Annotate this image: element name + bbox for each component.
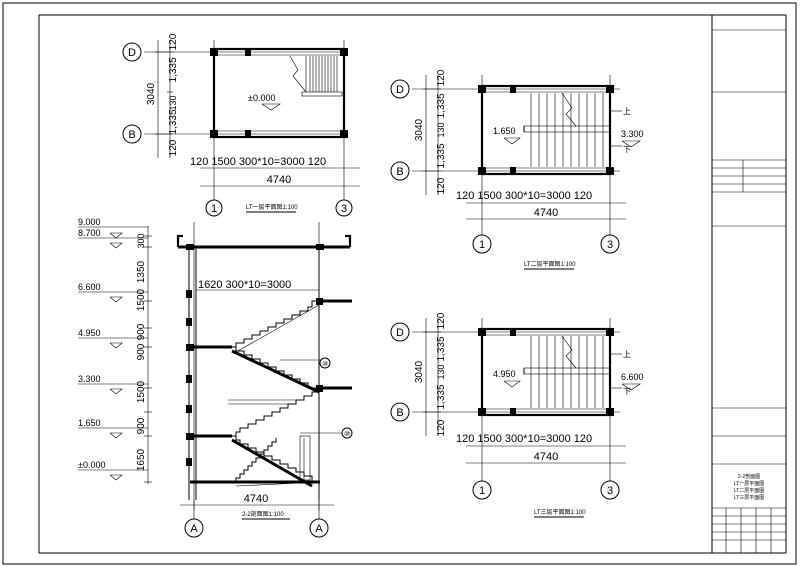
plan1-axis-1: 1 xyxy=(211,203,217,215)
plan2-axis-1: 1 xyxy=(479,239,485,251)
plan1-dim-mid1: 1,335 xyxy=(168,57,179,82)
plan2-axis-d-bubble xyxy=(390,79,410,99)
plan-1: ±0.000 3040 120 1,335 130 1,335 120 D B … xyxy=(122,33,360,217)
plan2-dim-width: 4740 xyxy=(534,207,558,219)
section-vdim-1650: 1650 xyxy=(136,448,147,471)
section-dim-stair: 1620 300*10=3000 xyxy=(198,279,291,291)
plan3-level-right: 6.600 xyxy=(621,372,644,382)
section-vdim-1500a: 1500 xyxy=(136,288,147,311)
title-block: 2-2剖面图 LT一层平面图 LT二层平面图 LT三层平面图 xyxy=(711,15,786,553)
plan3-axis-d: D xyxy=(396,327,404,339)
section-axis-right-bubble xyxy=(309,518,329,538)
plan2-dim-bot: 120 xyxy=(436,177,447,194)
section-vdim-900b: 900 xyxy=(136,343,147,360)
plan2-up: 上 xyxy=(623,107,631,116)
title-line-4: LT三层平面图 xyxy=(734,495,764,501)
plan2-dim-h: 120 1500 300*10=3000 120 xyxy=(456,190,592,202)
plan2-axis-b-bubble xyxy=(390,161,410,181)
plan-2: 上 下 1.650 3.300 3040 120 1,335 130 1,335… xyxy=(390,69,644,270)
plan3-caption: LT三层平面图1:100 xyxy=(534,509,586,516)
section-level-3300: 3.300 xyxy=(78,374,101,384)
plan1-dim-width: 4740 xyxy=(267,174,291,186)
section-vdim-900a: 900 xyxy=(136,323,147,340)
plan3-dim-mid1: 1,335 xyxy=(436,336,447,361)
section-level-0000: ±0.000 xyxy=(78,460,105,470)
plan3-dim-total: 3040 xyxy=(414,360,425,383)
plan2-axis-d: D xyxy=(396,84,404,96)
plan1-axis-b: B xyxy=(128,129,135,141)
plan1-dim-top: 120 xyxy=(168,33,179,50)
plan1-dim-130: 130 xyxy=(168,95,178,110)
plan1-axis-3-bubble xyxy=(335,199,353,217)
plan1-dim-mid2: 1,335 xyxy=(168,109,179,134)
plan-3: 上 下 4.950 6.600 3040 120 1,335 130 1,335… xyxy=(390,312,644,518)
plan3-dim-width: 4740 xyxy=(534,451,558,463)
plan3-dim-bot: 120 xyxy=(436,419,447,436)
plan2-level-left: 1.650 xyxy=(493,126,516,136)
section-dim-width: 4740 xyxy=(244,493,268,505)
plan1-axis-3: 3 xyxy=(341,203,347,215)
plan1-dim-h: 120 1500 300*10=3000 120 xyxy=(190,156,326,168)
plan3-dim-130: 130 xyxy=(436,364,446,379)
plan2-dim-mid1: 1,335 xyxy=(436,93,447,118)
section-level-9000: 9.000 xyxy=(78,217,101,227)
title-line-2: LT一层平面图 xyxy=(734,481,764,487)
section-marker-a: ⑩ xyxy=(322,360,328,368)
plan1-axis-b-bubble xyxy=(122,124,142,144)
plan3-axis-d-bubble xyxy=(390,322,410,342)
section-level-4950: 4.950 xyxy=(78,328,101,338)
plan3-axis-1: 1 xyxy=(479,485,485,497)
plan1-axis-d-bubble xyxy=(122,42,142,62)
section-vdim-300: 300 xyxy=(136,233,146,248)
plan3-axis-1-bubble xyxy=(472,480,492,500)
plan3-dim-h: 120 1500 300*10=3000 120 xyxy=(456,433,592,445)
title-line-1: 2-2剖面图 xyxy=(738,473,760,480)
title-line-3: LT二层平面图 xyxy=(734,488,764,494)
section-axis-right: A xyxy=(315,523,323,535)
plan2-axis-3-bubble xyxy=(600,234,620,254)
inner-border xyxy=(38,14,787,554)
section-level-1650: 1.650 xyxy=(78,418,101,428)
plan2-axis-1-bubble xyxy=(472,234,492,254)
plan3-axis-b: B xyxy=(396,407,403,419)
plan2-down: 下 xyxy=(623,145,631,154)
plan3-dim-mid2: 1,335 xyxy=(436,384,447,409)
section-level-8700: 8.700 xyxy=(78,228,101,238)
section-vdim-1350: 1350 xyxy=(136,260,147,283)
section-vdim-1500b: 1500 xyxy=(136,380,147,403)
section-axis-left-bubble xyxy=(184,518,204,538)
section-vdim-900c: 900 xyxy=(136,417,147,434)
plan2-axis-b: B xyxy=(396,166,403,178)
plan3-axis-b-bubble xyxy=(390,402,410,422)
section-marker-b: ⑩ xyxy=(344,430,350,438)
section-2-2: ⑩ ⑩ 1620 300*10=3000 9.000 8.700 6 xyxy=(78,217,353,538)
plan1-caption: LT一层平面图1:100 xyxy=(246,204,298,211)
plan2-dim-mid2: 1,335 xyxy=(436,143,447,168)
plan3-axis-3-bubble xyxy=(600,480,620,500)
plan2-axis-3: 3 xyxy=(607,239,613,251)
plan3-down: 下 xyxy=(623,387,631,396)
plan1-dim-bot: 120 xyxy=(168,139,179,156)
section-axis-left: A xyxy=(190,523,198,535)
plan1-axis-1-bubble xyxy=(205,199,223,217)
plan1-dim-total: 3040 xyxy=(146,82,157,105)
plan1-axis-d: D xyxy=(128,47,136,59)
section-marker-b-bubble xyxy=(341,427,353,439)
plan2-caption: LT二层平面图1:100 xyxy=(524,261,576,268)
plan2-dim-top: 120 xyxy=(436,69,447,86)
plan3-axis-3: 3 xyxy=(607,485,613,497)
plan2-dim-130: 130 xyxy=(436,122,446,137)
plan3-up: 上 xyxy=(623,350,631,359)
plan3-level-left: 4.950 xyxy=(493,369,516,379)
plan1-level: ±0.000 xyxy=(248,93,275,103)
plan2-level-right: 3.300 xyxy=(621,129,644,139)
section-level-6600: 6.600 xyxy=(78,282,101,292)
plan3-dim-top: 120 xyxy=(436,312,447,329)
plan2-dim-total: 3040 xyxy=(414,118,425,141)
section-marker-a-bubble xyxy=(319,357,331,369)
section-caption: 2-2剖面图1:100 xyxy=(242,510,284,518)
